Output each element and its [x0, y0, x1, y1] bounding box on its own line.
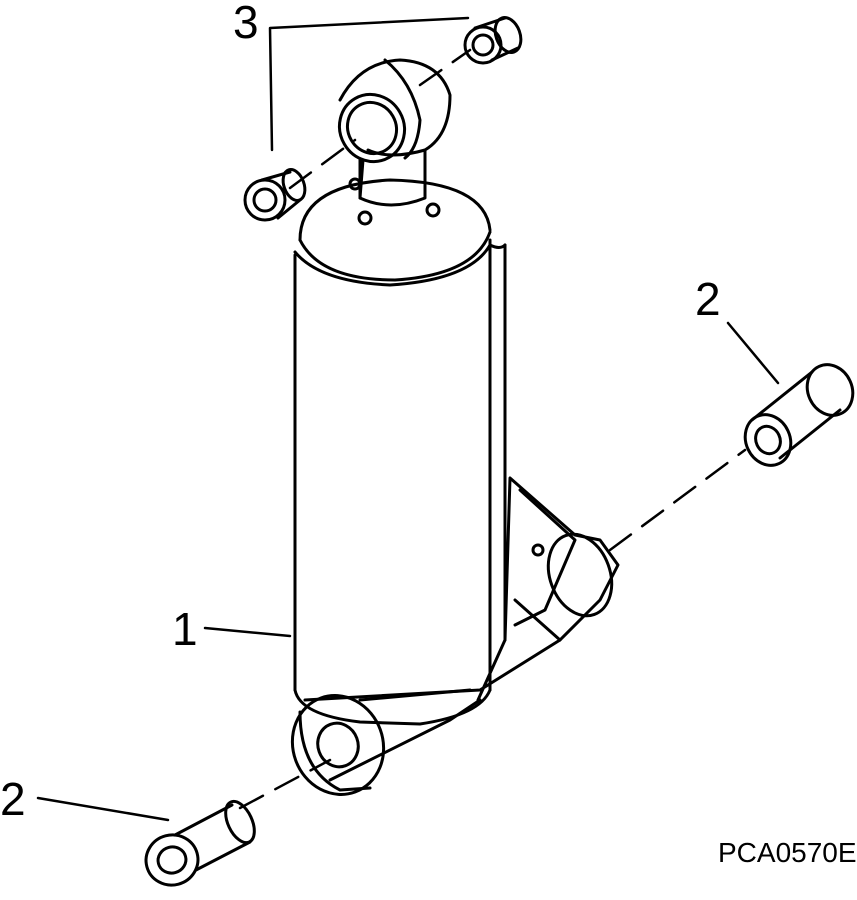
bushing-top-right [463, 16, 523, 65]
piston-rod [358, 148, 427, 207]
leader-part-3 [268, 16, 470, 152]
callout-part-1: 1 [172, 603, 198, 655]
leader-part-1 [203, 626, 292, 638]
callout-part-2-right: 2 [695, 273, 721, 325]
leader-part-2-left [36, 796, 170, 822]
hydraulic-cylinder [290, 58, 620, 796]
leader-part-2-right [726, 321, 780, 385]
assembly-centerlines [238, 48, 747, 810]
cylinder-end-cap [298, 177, 492, 282]
callout-part-2-left: 2 [0, 773, 26, 825]
rod-eye [337, 58, 452, 164]
pin-left [144, 799, 256, 887]
pin-right [743, 363, 855, 467]
bottom-clevis [303, 476, 620, 782]
bushing-left [243, 168, 307, 222]
figure-code: PCA0570E [718, 837, 857, 868]
leader-lines [36, 16, 780, 822]
bottom-eye [290, 694, 386, 796]
callout-part-3: 3 [233, 0, 259, 48]
cylinder-barrel [293, 238, 507, 726]
